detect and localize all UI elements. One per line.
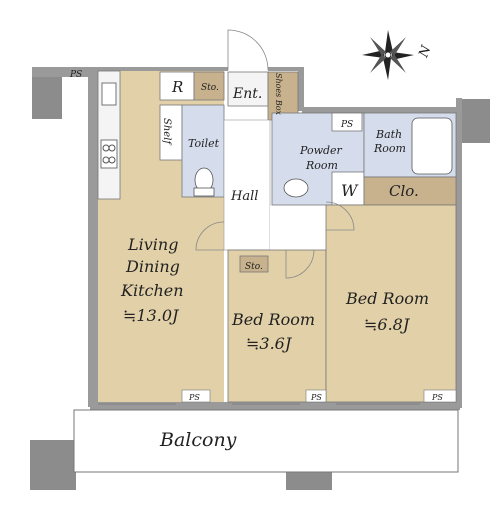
powder-room-label-line1: Powder xyxy=(299,144,343,157)
ldk-area: ≒13.0J xyxy=(123,306,180,325)
bath-room-label-line1: Bath xyxy=(375,128,402,141)
washer-label: W xyxy=(341,181,359,200)
balcony xyxy=(73,409,459,473)
shoes-box-label: Shoes Box xyxy=(274,73,283,116)
bedroom-large-area: ≒6.8J xyxy=(364,315,411,334)
washer-space xyxy=(331,171,365,206)
toilet-tank-icon xyxy=(193,187,215,197)
bedroom-large-door-swing xyxy=(325,201,355,231)
hall-floor xyxy=(223,119,271,251)
powder-room-label-line2: Room xyxy=(305,159,338,172)
pipe-space-box xyxy=(331,112,363,132)
pipe-space-box xyxy=(181,389,211,403)
washbasin-icon xyxy=(283,178,309,198)
bedroom-storage-label: Sto. xyxy=(245,262,263,272)
ps-label: PS xyxy=(188,393,200,402)
ldk-door-swing xyxy=(195,221,225,251)
bedroom-large-label: Bed Room xyxy=(345,289,429,308)
bedroom-large-floor xyxy=(325,204,457,403)
ps-label: PS xyxy=(69,70,82,80)
refrigerator-space xyxy=(159,71,195,101)
refrigerator-label: R xyxy=(171,78,183,96)
storage-space xyxy=(193,71,225,101)
ps-label: PS xyxy=(310,393,322,402)
compass-rose-icon xyxy=(362,30,414,80)
exterior-walls xyxy=(32,67,462,410)
balcony-label: Balcony xyxy=(159,429,237,451)
toilet-label: Toilet xyxy=(188,137,220,150)
bedroom-small-door-swing xyxy=(285,249,315,279)
front-door-swing xyxy=(227,29,269,71)
pipe-space-box xyxy=(305,389,327,403)
ps-label: PS xyxy=(431,393,443,402)
hall-label: Hall xyxy=(230,189,258,204)
storage-label: Sto. xyxy=(201,83,219,93)
bathtub-icon xyxy=(411,117,453,175)
structural-column xyxy=(30,440,76,490)
bedroom-small-area: ≒3.6J xyxy=(246,334,293,353)
bedroom-storage xyxy=(239,255,269,273)
structural-column xyxy=(32,77,62,119)
ldk-label-line1: Living xyxy=(127,235,178,254)
stove-icon xyxy=(100,139,118,169)
entrance-floor xyxy=(227,71,269,107)
ldk-label-line2: Dining xyxy=(125,257,180,276)
closet xyxy=(363,176,457,206)
bath-room-label-line2: Room xyxy=(373,142,406,155)
entrance-label: Ent. xyxy=(232,86,262,102)
bedroom-small-label: Bed Room xyxy=(231,310,315,329)
ldk-label-line3: Kitchen xyxy=(120,281,184,300)
sink-icon xyxy=(101,82,117,106)
structural-column xyxy=(462,99,490,143)
hall-extension xyxy=(270,206,326,250)
pipe-space-box xyxy=(423,389,457,403)
closet-label: Clo. xyxy=(389,182,419,200)
shelf-label: Shelf xyxy=(161,118,172,146)
ps-label: PS xyxy=(340,120,353,130)
compass-north-label: N xyxy=(416,43,435,60)
